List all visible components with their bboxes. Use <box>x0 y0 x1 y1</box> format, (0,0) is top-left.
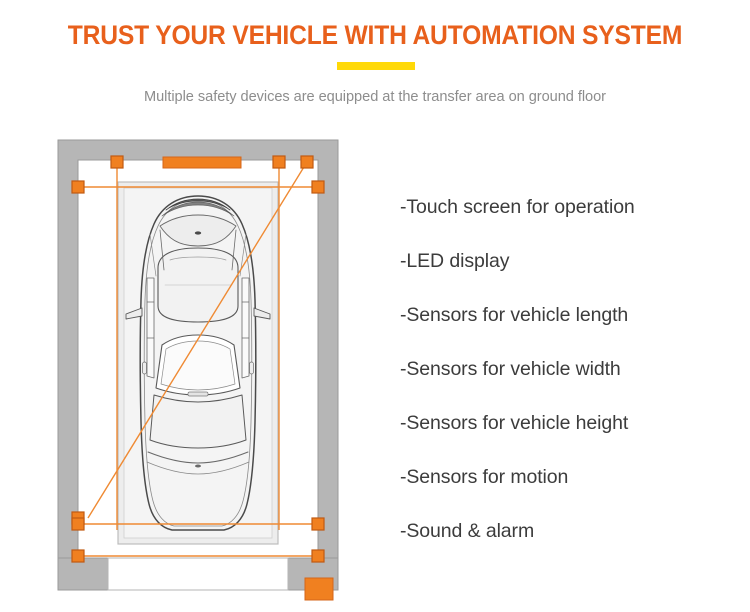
car-pillar-a-left <box>159 229 165 271</box>
page-title: TRUST YOUR VEHICLE WITH AUTOMATION SYSTE… <box>67 20 683 50</box>
header: TRUST YOUR VEHICLE WITH AUTOMATION SYSTE… <box>0 0 750 120</box>
feature-item-sensor-width: -Sensors for vehicle width <box>400 358 621 380</box>
car-rear-bumper-1 <box>147 451 249 464</box>
car-antenna <box>194 231 202 235</box>
sensor-right-bottom[interactable] <box>311 549 325 563</box>
sensor-right-lower[interactable] <box>311 517 325 531</box>
led-display-bar <box>162 156 242 169</box>
sensor-left-upper[interactable] <box>71 180 85 194</box>
feature-item-led-display: -LED display <box>400 250 510 272</box>
touch-screen-panel[interactable] <box>304 577 334 601</box>
sensor-left-lower-2[interactable] <box>71 517 85 531</box>
sensor-left-bottom[interactable] <box>71 549 85 563</box>
feature-item-sensor-length: -Sensors for vehicle length <box>400 304 629 326</box>
car-windshield-rear-inner <box>160 340 236 391</box>
car-pillar-a-right <box>231 229 237 271</box>
parking-diagram <box>50 130 350 612</box>
feature-item-sound-alarm: -Sound & alarm <box>400 520 535 542</box>
car-window-left <box>146 277 155 379</box>
car-window-right <box>241 277 250 379</box>
sensor-right-upper[interactable] <box>311 180 325 194</box>
car-mirror-right <box>253 307 271 320</box>
car-rear-emblem <box>195 464 201 468</box>
feature-item-sensor-height: -Sensors for vehicle height <box>400 412 629 434</box>
page-subtitle: Multiple safety devices are equipped at … <box>143 89 606 105</box>
sensor-top-right[interactable] <box>272 155 286 169</box>
sensor-top-corner[interactable] <box>300 155 314 169</box>
car-rear-bumper-2 <box>146 461 250 475</box>
car-roof-line-1 <box>169 256 227 261</box>
car-door-handle-right <box>249 361 254 375</box>
car-mirror-left <box>125 307 143 320</box>
car-brake-light-center <box>187 391 209 397</box>
car-front-grille <box>161 201 235 217</box>
beam-diagonal <box>87 161 308 519</box>
car-fender-left <box>149 233 157 277</box>
car-windshield-front <box>159 214 237 247</box>
car-door-handle-left <box>142 361 147 375</box>
apron-opening <box>107 557 289 591</box>
sensor-beams <box>78 160 318 557</box>
sensor-top-left[interactable] <box>110 155 124 169</box>
car-front-bumper <box>165 198 231 211</box>
parking-diagram-svg <box>57 139 339 601</box>
feature-item-touch-screen: -Touch screen for operation <box>400 196 635 218</box>
feature-list: -Touch screen for operation -LED display… <box>400 180 730 558</box>
vehicle-top-view <box>125 195 271 531</box>
car-body-inner-contour <box>143 199 253 527</box>
title-divider <box>337 62 415 70</box>
sensor-markers <box>71 155 325 563</box>
feature-item-sensor-motion: -Sensors for motion <box>400 466 569 488</box>
car-trunk <box>149 394 247 449</box>
